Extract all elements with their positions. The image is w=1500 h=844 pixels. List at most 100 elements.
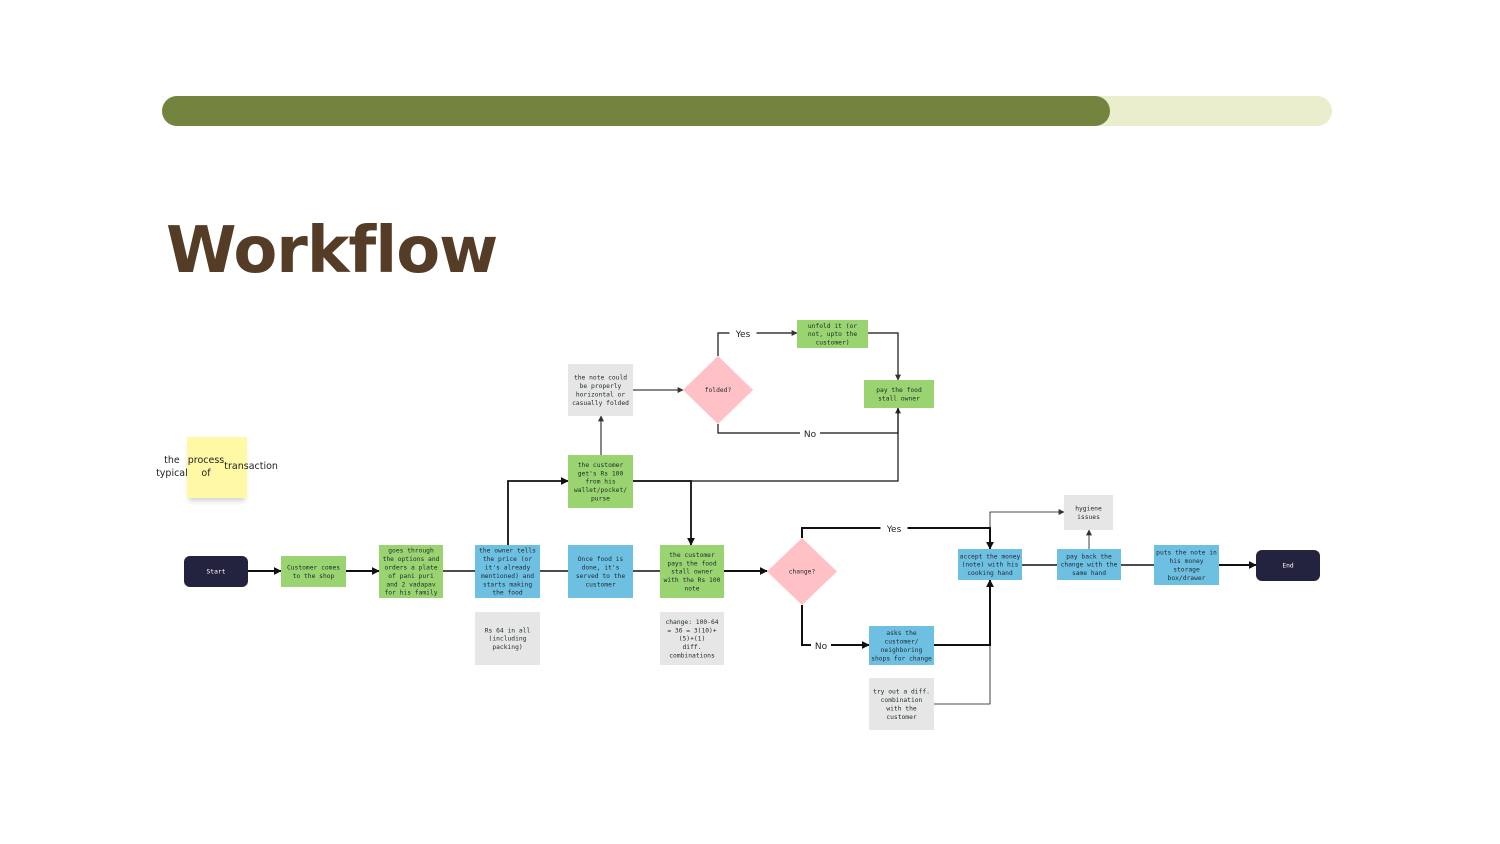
node-text-line: wallet/pocket/ xyxy=(574,487,627,494)
box-shape xyxy=(864,380,934,408)
box-shape xyxy=(568,545,633,598)
node-text-line: packing) xyxy=(492,644,522,651)
node-change[interactable]: change? xyxy=(767,538,837,605)
node-text-line: get's Rs 100 xyxy=(578,470,624,477)
node-text-line: stall owner xyxy=(671,569,713,576)
node-text-line: customer xyxy=(585,581,616,588)
connector-label-folded-yes: Yes xyxy=(735,330,751,340)
box-shape xyxy=(869,678,934,730)
node-text-line: purse xyxy=(591,496,610,503)
box-shape xyxy=(958,549,1022,580)
node-text-line: pay back the xyxy=(1066,553,1112,560)
node-folded[interactable]: folded? xyxy=(683,356,753,424)
connector-label-change-no: No xyxy=(815,642,828,652)
node-text-line: done, it's xyxy=(582,565,620,572)
node-start[interactable]: Start xyxy=(184,556,248,587)
node-text-line: shops for change xyxy=(871,655,932,662)
node-text-line: Customer comes xyxy=(287,565,340,572)
box-shape xyxy=(1057,549,1121,580)
node-change-note[interactable]: change: 100-64= 36 = 3(10)+(5)+(1)diff.c… xyxy=(660,612,724,665)
box-shape xyxy=(475,612,540,665)
node-text-line: customer xyxy=(886,714,917,721)
node-text-line: change? xyxy=(789,569,816,576)
node-text-line: asks the xyxy=(886,630,917,637)
node-text-line: the customer xyxy=(669,552,715,559)
page-title: Workflow xyxy=(166,214,498,288)
connector-tryout-accept xyxy=(934,580,991,705)
terminal-shape xyxy=(184,556,248,587)
connector-gets-pays xyxy=(633,480,695,546)
node-text-line: the options and xyxy=(383,556,440,563)
connectors xyxy=(248,330,1257,705)
sticky-note-line: process of xyxy=(187,455,225,479)
connector-label-folded-no: No xyxy=(804,430,817,440)
node-text-line: cooking hand xyxy=(967,570,1013,577)
sticky-note-line: transaction xyxy=(224,461,278,473)
node-text-line: customer/ xyxy=(884,639,918,646)
node-text-line: for his family xyxy=(384,590,437,597)
node-text-line: and 2 vadapav xyxy=(386,581,435,588)
node-text-line: from his xyxy=(585,479,616,486)
node-text-line: neighboring xyxy=(881,647,923,654)
node-text-line: (including xyxy=(489,636,527,643)
decision-diamond xyxy=(683,356,753,424)
decision-diamond xyxy=(767,538,837,605)
node-text-line: stall owner xyxy=(878,395,920,402)
node-text-line: goes through xyxy=(388,548,434,555)
node-text-line: pay the food xyxy=(876,387,922,394)
node-text-line: with the Rs 100 xyxy=(664,577,721,584)
connector-accept-hygiene xyxy=(989,509,1065,549)
node-end[interactable]: End xyxy=(1256,550,1320,581)
node-text-line: to the shop xyxy=(293,573,335,580)
node-text-line: folded? xyxy=(705,387,732,394)
box-shape xyxy=(1154,545,1219,585)
node-text-line: End xyxy=(1282,563,1294,570)
box-shape xyxy=(568,455,633,508)
node-text-line: note xyxy=(684,586,699,593)
connector-unfold-payfood xyxy=(868,332,901,381)
connector-change-asks xyxy=(801,605,870,649)
label-background xyxy=(800,428,820,439)
node-text-line: pays the food xyxy=(667,560,716,567)
node-text-line: his money xyxy=(1169,558,1203,565)
box-shape xyxy=(660,545,724,598)
node-text-line: the price (or xyxy=(483,556,532,563)
sticky-note[interactable]: the typical process of transaction xyxy=(156,437,278,498)
node-text-line: hygiene xyxy=(1075,506,1102,513)
node-text-line: casually folded xyxy=(572,400,629,407)
node-text-line: starts making xyxy=(483,581,532,588)
node-text-line: accept the money xyxy=(960,553,1021,560)
node-text-line: the food xyxy=(492,590,523,597)
node-text-line: Once food is xyxy=(578,556,624,563)
connector-gets-payfood xyxy=(633,407,901,482)
node-text-line: mentioned) and xyxy=(481,573,534,580)
node-text-line: (5)+(1) xyxy=(679,636,706,643)
node-text-line: Rs 64 in all xyxy=(485,627,531,634)
node-text-line: Start xyxy=(207,569,226,576)
node-text-line: customer) xyxy=(815,340,849,347)
node-text-line: it's already xyxy=(485,565,531,572)
node-text-line: puts the note in xyxy=(1156,550,1217,557)
node-text-line: try out a diff. xyxy=(873,689,930,696)
node-text-line: the customer xyxy=(578,462,624,469)
node-text-line: issues xyxy=(1077,514,1100,521)
node-text-line: of pani puri xyxy=(388,573,434,580)
